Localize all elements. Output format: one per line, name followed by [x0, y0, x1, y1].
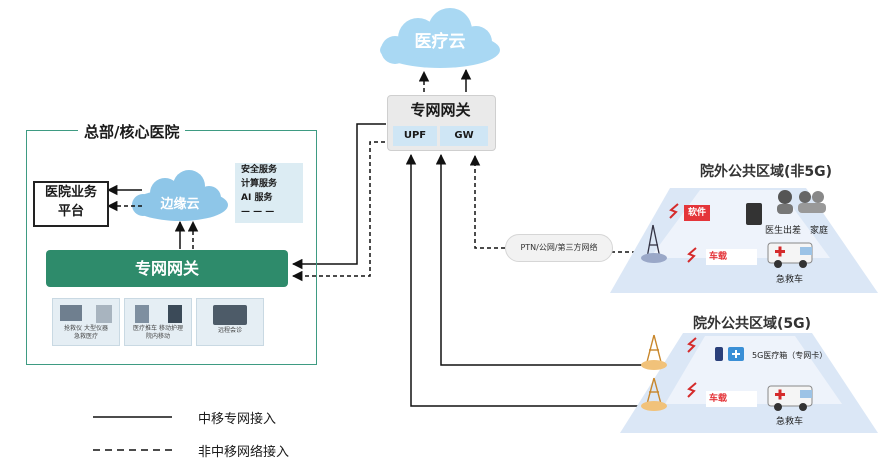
- device-group-remote: 远程会诊: [196, 298, 264, 346]
- mobile-nursing-icon: [167, 305, 182, 323]
- upf-port[interactable]: UPF: [393, 126, 437, 146]
- service-security: 安全服务: [241, 165, 278, 175]
- doctor-travel-label: 医生出差: [765, 226, 802, 236]
- ambulance-label-non5g: 急救车: [776, 275, 804, 285]
- ambulance-label-5g: 急救车: [776, 417, 804, 427]
- family-label: 家庭: [810, 226, 829, 236]
- remote-consult-icon: [213, 305, 247, 325]
- device-cart-label: 医疗推车: [133, 325, 158, 332]
- family-icon: [798, 191, 826, 213]
- business-platform-line2: 平台: [57, 204, 84, 219]
- device-group-mobile-label: 院内移动: [145, 333, 170, 340]
- device-large-label: 大型仪器: [83, 325, 108, 332]
- device-group-mobile: 医疗推车 移动护理 院内移动: [124, 298, 192, 346]
- device-nursing-label: 移动护理: [158, 325, 183, 332]
- device-group-emergency: 抢救仪 大型仪器 急救医疗: [52, 298, 120, 346]
- ambulance-icon: [767, 385, 813, 411]
- 5g-medical-box-label: 5G医疗箱（专网卡）: [752, 351, 828, 360]
- hq-private-gateway[interactable]: 专网网关: [46, 250, 288, 287]
- hq-title: 总部/核心医院: [78, 121, 186, 142]
- ambulance-icon: [767, 242, 813, 268]
- vehicle-tag-non5g: 车载: [706, 249, 757, 265]
- rescue-device-icon: [60, 305, 82, 321]
- device-group-emergency-label: 急救医疗: [73, 333, 98, 340]
- service-more: — — —: [241, 207, 275, 217]
- large-instrument-icon: [96, 305, 112, 323]
- region-5g-title: 院外公共区域(5G): [693, 316, 812, 332]
- gw-port[interactable]: GW: [440, 126, 488, 146]
- edge-cloud-shape: [132, 170, 228, 221]
- service-compute: 计算服务: [241, 179, 278, 189]
- services-panel: 安全服务 计算服务 AI 服务 — — —: [235, 163, 303, 223]
- device-remote-label: 远程会诊: [217, 327, 242, 334]
- service-ai: AI 服务: [241, 193, 273, 203]
- software-tag: 软件: [684, 205, 710, 221]
- tower-icon: [646, 224, 661, 259]
- top-gateway-title: 专网网关: [410, 101, 471, 119]
- medical-cart-icon: [134, 305, 149, 323]
- vehicle-tag-5g: 车载: [706, 391, 757, 407]
- ptn-network: PTN/公网/第三方网络: [505, 234, 613, 262]
- region-non5g-title: 院外公共区域(非5G): [700, 164, 833, 180]
- tablet-icon: [746, 203, 762, 225]
- medical-cloud-label: 医疗云: [414, 32, 466, 52]
- business-platform[interactable]: 医院业务 平台: [33, 181, 109, 227]
- business-platform-line1: 医院业务: [44, 185, 97, 200]
- edge-cloud-label: 边缘云: [160, 197, 200, 212]
- medical-cloud-shape: [380, 8, 500, 68]
- device-rescue-label: 抢救仪: [64, 325, 83, 332]
- doctor-icon: [777, 190, 793, 214]
- legend-solid-label: 中移专网接入: [198, 412, 277, 427]
- legend-dashed-label: 非中移网络接入: [198, 445, 290, 460]
- phone-icon: [715, 347, 723, 361]
